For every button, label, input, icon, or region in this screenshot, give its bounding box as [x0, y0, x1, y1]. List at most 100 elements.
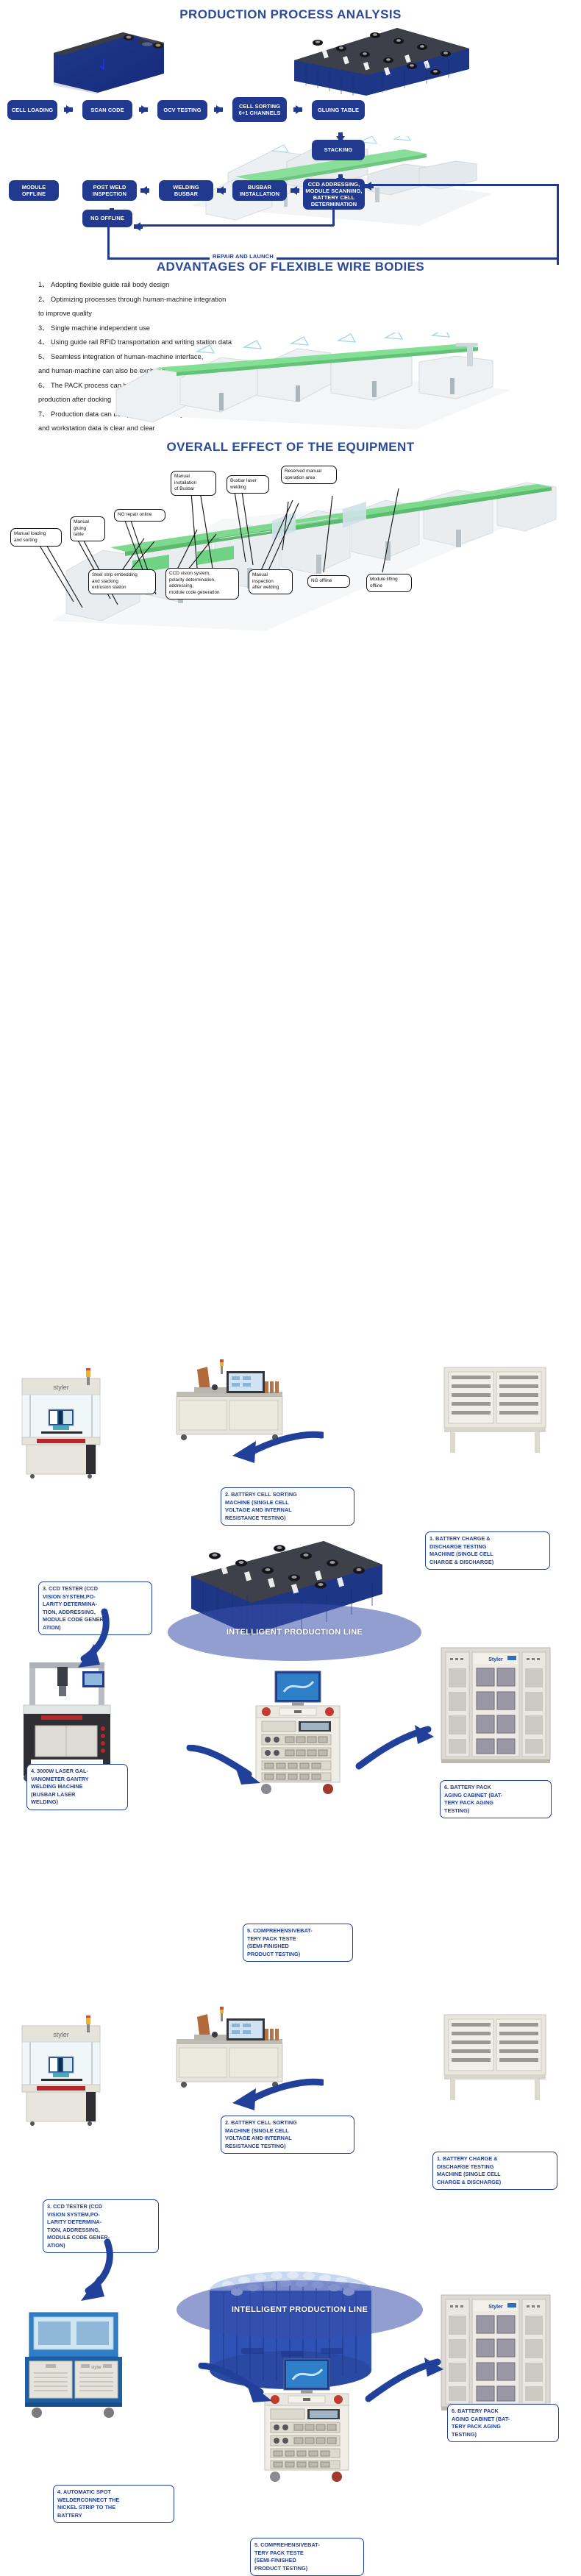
callout-line: operation area — [285, 474, 316, 480]
flow-arrow-feedback — [365, 182, 374, 191]
machine-image-cell-sorting-bottom — [175, 2007, 284, 2095]
caption-line: LARITY DETERMINA- — [43, 1601, 98, 1608]
flow-box-gluing-table[interactable]: GLUING TABLE — [312, 100, 365, 120]
flow-box-cell-loading[interactable]: CELL LOADING — [7, 100, 57, 120]
flow-box-post-weld-inspection[interactable]: POST WELD INSPECTION — [82, 180, 137, 201]
caption-line: WELDING MACHINE — [31, 1783, 83, 1790]
advantage-item-6-cont: production after docking — [38, 396, 112, 403]
caption-line: 2. BATTERY CELL SORTING — [225, 2119, 297, 2126]
callout-line: inspection — [252, 578, 274, 584]
machine-image-aging-cabinet-top: Styler — [440, 1646, 552, 1764]
callout-line: Manual loading — [14, 531, 46, 536]
caption-line: AGING CABINET (BAT- — [452, 2415, 510, 2422]
intelligent-production-line-banner-top: INTELLIGENT PRODUCTION LINE — [168, 1604, 421, 1661]
callout-module-lifting-offline: Module lifting offline — [366, 574, 412, 593]
callout-line: Manual — [174, 474, 190, 479]
arrow-laser-to-tester-top — [185, 1744, 266, 1787]
caption-line: TERY PACK TESTE — [254, 2549, 304, 2556]
caption-line: 6. BATTERY PACK — [452, 2408, 499, 2414]
callout-busbar-laser-welding: Busbar laser welding — [227, 475, 269, 494]
flow-box-scan-code[interactable]: SCAN CODE — [82, 100, 132, 120]
machine-image-aging-cabinet-bottom: Styler — [440, 2294, 552, 2411]
caption-line: 1. BATTERY CHARGE & — [429, 1535, 491, 1542]
welding-busbar-line1: WELDING — [173, 183, 199, 191]
caption-line: WELDING) — [31, 1798, 58, 1806]
arrow-tester-to-aging-bottom — [364, 2358, 445, 2403]
callout-line: NG offline — [311, 578, 332, 583]
intelligent-production-line-banner-bottom: INTELLIGENT PRODUCTION LINE — [177, 2280, 423, 2339]
machine-image-ccd-tester-bottom: styler — [16, 2015, 108, 2126]
svg-text:Styler: Styler — [488, 2305, 503, 2310]
arrow-sorting-to-ccd-top — [221, 1431, 326, 1464]
caption-line: 6. BATTERY PACK — [444, 1784, 491, 1790]
caption-line: RESISTANCE TESTING) — [225, 1514, 286, 1521]
ccd-line-2: MODULE SCANNING, — [305, 187, 363, 194]
busbar-install-line1: BUSBAR — [247, 183, 272, 191]
caption-1-battery-charge-discharge-bottom: 1. BATTERY CHARGE & DISCHARGE TESTING MA… — [432, 2152, 557, 2191]
intelligent-production-line-label-top: INTELLIGENT PRODUCTION LINE — [226, 1628, 363, 1637]
caption-2-battery-cell-sorting-top: 2. BATTERY CELL SORTING MACHINE (SINGLE … — [221, 1487, 354, 1526]
callout-ng-repair-online: NG repair online — [114, 509, 165, 522]
ng-offline-in-line — [137, 224, 334, 227]
post-weld-line1: POST WELD — [93, 183, 126, 191]
ccd-down-line — [332, 210, 335, 226]
callout-steel-strip-embedding-station: Steel strip embedding and stacking extru… — [88, 569, 156, 594]
machine-image-charge-discharge-top — [440, 1365, 550, 1454]
callout-line: of Busbar — [174, 486, 195, 492]
caption-line: LARITY DETERMINA- — [47, 2219, 102, 2226]
caption-line: ATION) — [47, 2241, 65, 2249]
callout-line: module code generation — [169, 589, 220, 595]
callout-manual-loading-and-sorting: Manual loading and sorting — [10, 528, 62, 547]
caption-line: (SEMI-FINISHED — [254, 2557, 296, 2564]
machine-image-laser-welding-top — [16, 1661, 119, 1782]
post-weld-line2: INSPECTION — [92, 191, 127, 197]
callout-line: addressing, — [169, 583, 194, 589]
caption-line: PRODUCT TESTING) — [254, 2564, 308, 2572]
production-line-illustration-advantages — [110, 328, 522, 432]
caption-5-pack-tester-top: 5. COMPREHENSIVEBAT- TERY PACK TESTE (SE… — [243, 1924, 353, 1963]
flow-arrow-11 — [134, 222, 143, 231]
callout-line: welding — [230, 484, 246, 490]
caption-line: MACHINE (SINGLE CELL — [225, 2127, 289, 2134]
ccd-feedback-line-right — [557, 184, 559, 265]
caption-line: 5. COMPREHENSIVEBAT- — [254, 2541, 320, 2548]
flow-box-welding-busbar[interactable]: WELDING BUSBAR — [159, 180, 213, 201]
flow-box-stacking[interactable]: STACKING — [312, 140, 365, 160]
caption-line: NICKEL STRIP TO THE — [57, 2504, 116, 2511]
flow-box-busbar-installation[interactable]: BUSBAR INSTALLATION — [232, 180, 287, 201]
caption-line: VOLTAGE AND INTERNAL — [225, 1506, 292, 1514]
caption-line: VISION SYSTEM,PO- — [43, 1593, 96, 1600]
module-offline-line1: MODULE — [21, 183, 46, 191]
caption-line: TESTING) — [444, 1807, 470, 1814]
caption-6-aging-cabinet-bottom: 6. BATTERY PACK AGING CABINET (BAT- TERY… — [447, 2404, 559, 2443]
caption-line: DISCHARGE TESTING — [437, 2163, 494, 2170]
advantage-item-1: 1、 Adopting flexible guide rail body des… — [38, 281, 170, 288]
flow-box-module-offline[interactable]: MODULE OFFLINE — [9, 180, 59, 201]
ccd-line-1: CCD ADDRESSING, — [307, 180, 360, 188]
caption-line: 5. COMPREHENSIVEBAT- — [247, 1927, 313, 1934]
flow-arrow-2 — [139, 105, 148, 114]
callout-leader-lines — [0, 468, 581, 644]
flow-box-cell-sorting[interactable]: CELL SORTING 6+1 CHANNELS — [232, 97, 287, 122]
svg-text:Styler: Styler — [488, 1657, 503, 1662]
machine-image-spot-welder-bottom: styler — [21, 2310, 127, 2422]
callout-line: installation — [174, 480, 197, 485]
flow-box-ccd-addressing[interactable]: CCD ADDRESSING, MODULE SCANNING, BATTERY… — [303, 179, 365, 210]
caption-line: AGING CABINET (BAT- — [444, 1791, 503, 1798]
caption-1-battery-charge-discharge-top: 1. BATTERY CHARGE & DISCHARGE TESTING MA… — [425, 1531, 550, 1570]
advantage-item-5: 5、 Seamless integration of human-machine… — [38, 352, 204, 360]
page-title-advantages: ADVANTAGES OF FLEXIBLE WIRE BODIES — [156, 260, 425, 274]
caption-line: TION, ADDRESSING, — [43, 1608, 96, 1615]
callout-reserved-manual-operation-area: Reserved manual operation area — [281, 466, 337, 485]
caption-line: TERY PACK AGING — [452, 2423, 501, 2430]
caption-3-ccd-tester-bottom: 3. CCD TESTER (CCD VISION SYSTEM,PO- LAR… — [43, 2199, 159, 2254]
flow-box-ng-offline[interactable]: NG OFFLINE — [82, 210, 132, 227]
flow-box-ocv-testing[interactable]: OCV TESTING — [157, 100, 207, 120]
caption-3-ccd-tester-top: 3. CCD TESTER (CCD VISION SYSTEM,PO- LAR… — [38, 1581, 152, 1636]
flow-box-cell-sorting-line1: CELL SORTING — [238, 102, 281, 110]
ng-offline-down-line — [107, 227, 110, 259]
advantage-item-3: 3、 Single machine independent use — [38, 324, 150, 332]
ccd-line-3: BATTERY CELL — [313, 194, 355, 201]
callout-line: Module lifting — [370, 577, 398, 582]
caption-line: MACHINE (SINGLE CELL — [225, 1498, 289, 1506]
